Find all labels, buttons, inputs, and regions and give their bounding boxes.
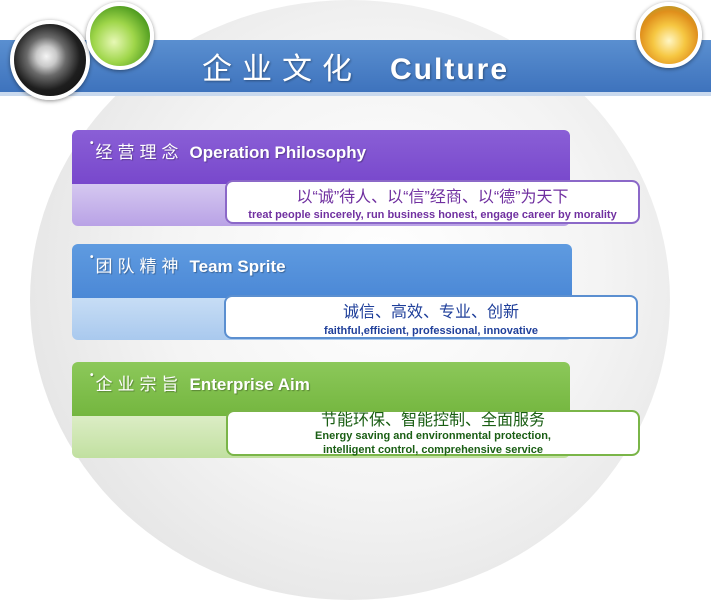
team-spirit-detail: 诚信、高效、专业、创新 faithful,efficient, professi… <box>224 295 638 339</box>
bullet-icon: • <box>90 138 94 149</box>
enterprise-aim-detail: 节能环保、智能控制、全面服务 Energy saving and environ… <box>226 410 640 456</box>
detail-en-line1: Energy saving and environmental protecti… <box>315 430 551 442</box>
detail-cn: 节能环保、智能控制、全面服务 <box>320 412 545 429</box>
green-leaf-photo <box>86 2 154 70</box>
page-title: 企业文化 Culture <box>0 44 711 88</box>
detail-en: treat people sincerely, run business hon… <box>248 209 617 221</box>
bullet-icon: • <box>90 370 94 381</box>
bullet-icon: • <box>90 252 94 263</box>
detail-cn: 诚信、高效、专业、创新 <box>342 304 519 321</box>
detail-cn: 以“诚”待人、以“信”经商、以“德”为天下 <box>296 189 569 206</box>
page-title-cn: 企业文化 <box>202 53 362 86</box>
tulip-photo <box>636 2 702 68</box>
operation-philosophy-detail: 以“诚”待人、以“信”经商、以“德”为天下 treat people since… <box>225 180 640 224</box>
title-bar-divider <box>0 92 711 96</box>
detail-en: faithful,efficient, professional, innova… <box>324 325 538 337</box>
page-title-en: Culture <box>390 53 509 86</box>
detail-en-line2: intelligent control, comprehensive servi… <box>322 444 544 456</box>
dandelion-photo <box>10 20 90 100</box>
